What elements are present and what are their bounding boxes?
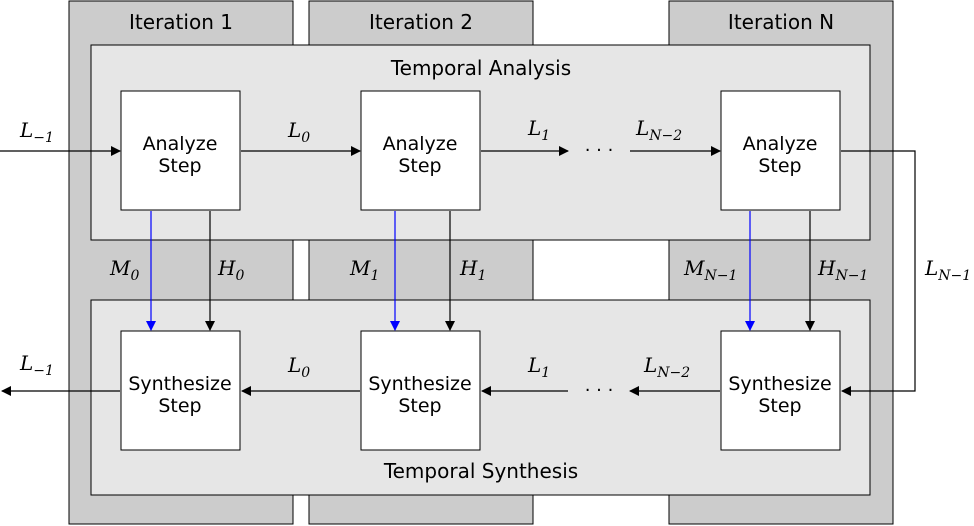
analyze-step-1-line2: Step [158, 155, 201, 177]
synthesize-step-2 [360, 330, 481, 451]
label-l0-analysis: L0 [287, 118, 310, 146]
label-hn1: HN−1 [817, 256, 868, 284]
synthesize-step-2-line1: Synthesize [368, 373, 471, 395]
synthesize-step-n [720, 330, 841, 451]
synthesize-step-1 [120, 330, 241, 451]
label-h1: H1 [459, 256, 486, 284]
label-l1-synthesis: L1 [527, 353, 550, 381]
synthesize-step-1-line2: Step [158, 395, 201, 417]
label-l1-analysis: L1 [527, 116, 550, 144]
analyze-step-2-line1: Analyze [383, 133, 458, 155]
label-h0: H0 [217, 256, 244, 284]
analysis-ellipsis: · · · [585, 140, 614, 161]
synthesize-step-n-line1: Synthesize [728, 373, 831, 395]
synthesize-step-1-line1: Synthesize [128, 373, 231, 395]
label-ln1-feedback: LN−1 [924, 256, 971, 284]
synthesize-step-n-line2: Step [758, 395, 801, 417]
analyze-step-2-line2: Step [398, 155, 441, 177]
label-ln2-synthesis: LN−2 [643, 353, 690, 381]
label-m1: M1 [349, 256, 379, 284]
label-ln2-analysis: LN−2 [635, 116, 682, 144]
label-l-minus-1-out: L−1 [19, 351, 54, 379]
iteration-1-title: Iteration 1 [129, 10, 233, 34]
iteration-2-title: Iteration 2 [369, 10, 473, 34]
analyze-step-n [720, 90, 841, 211]
synthesize-step-2-line2: Step [398, 395, 441, 417]
analyze-step-1 [120, 90, 241, 211]
label-l-minus-1-in: L−1 [19, 118, 54, 146]
label-m0: M0 [109, 256, 139, 284]
synthesis-ellipsis: · · · [585, 380, 614, 401]
analyze-step-1-line1: Analyze [143, 133, 218, 155]
iteration-n-title: Iteration N [728, 10, 834, 34]
temporal-analysis-title: Temporal Analysis [390, 56, 571, 80]
label-mn1: MN−1 [683, 256, 737, 284]
temporal-synthesis-title: Temporal Synthesis [383, 459, 578, 483]
label-l0-synthesis: L0 [287, 353, 310, 381]
analyze-step-n-line1: Analyze [743, 133, 818, 155]
analyze-step-n-line2: Step [758, 155, 801, 177]
ln1-feedback-arrow [841, 150, 916, 396]
analyze-step-2 [360, 90, 481, 211]
